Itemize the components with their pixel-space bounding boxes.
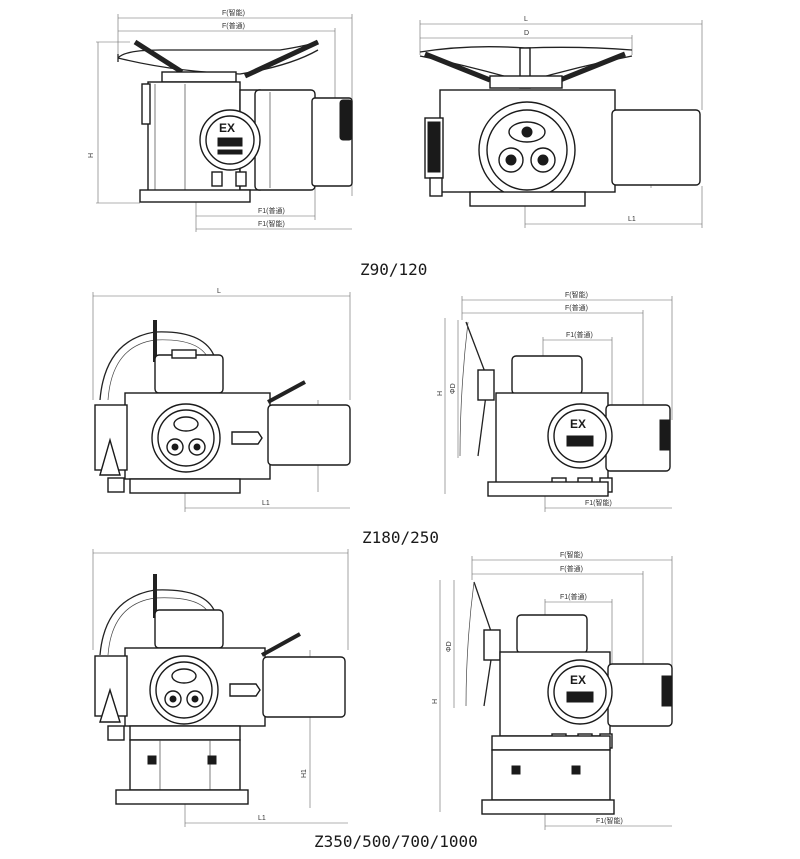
dim-f-intelligent: F(智能)	[222, 8, 245, 17]
diagram-z90-front: L D H L1	[419, 16, 703, 228]
diagram-z350-side: H1 L1	[92, 549, 349, 827]
dim-l1: L1	[628, 216, 636, 223]
dim-f1-intel-z180: F1(智能)	[585, 498, 612, 507]
caption-z180-250: Z180/250	[362, 528, 439, 547]
diagram-z180-front: F(智能) F(普通) F1(普通) H ΦD F1(智能) EX	[437, 290, 673, 512]
dim-f1-normal-z180: F1(普通)	[566, 330, 593, 339]
dim-f-intel-z350: F(智能)	[560, 550, 583, 559]
ex-badge-label: EX	[219, 121, 235, 135]
dim-l1-z350: L1	[258, 815, 266, 822]
caption-z90-120: Z90/120	[360, 260, 427, 279]
dim-l: L	[524, 16, 528, 23]
dim-f1-normal-z350: F1(普通)	[560, 592, 587, 601]
dim-f-normal: F(普通)	[222, 21, 245, 30]
dim-h: H	[88, 153, 95, 158]
dim-d: D	[524, 30, 529, 37]
diagram-z90-side: F(智能) F(普通) H F1(普通) F1(智能) E	[88, 8, 353, 232]
diagram-z350-front: F(智能) F(普通) F1(普通) ΦD H F1(智能) EX	[432, 550, 673, 830]
dim-phid-z180: ΦD	[450, 383, 457, 394]
dim-l-z180: L	[217, 288, 221, 295]
dim-h1-z350: H1	[301, 769, 308, 778]
dim-f1-intel-z350: F1(智能)	[596, 816, 623, 825]
diagram-z180-side: L H1 L1	[92, 288, 351, 512]
dim-f1-intelligent: F1(智能)	[258, 219, 285, 228]
ex-badge-label-z180: EX	[570, 417, 586, 431]
ex-badge-label-z350: EX	[570, 673, 586, 687]
dim-l1-z180: L1	[262, 500, 270, 507]
dim-phid-z350: ΦD	[446, 641, 453, 652]
dim-h-z180: H	[437, 391, 444, 396]
caption-z350-1000: Z350/500/700/1000	[314, 832, 478, 851]
dim-f-intel-z180: F(智能)	[565, 290, 588, 299]
dim-f-normal-z180: F(普通)	[565, 303, 588, 312]
dim-f1-normal: F1(普通)	[258, 206, 285, 215]
dim-f-normal-z350: F(普通)	[560, 564, 583, 573]
dim-h-z350: H	[432, 699, 439, 704]
